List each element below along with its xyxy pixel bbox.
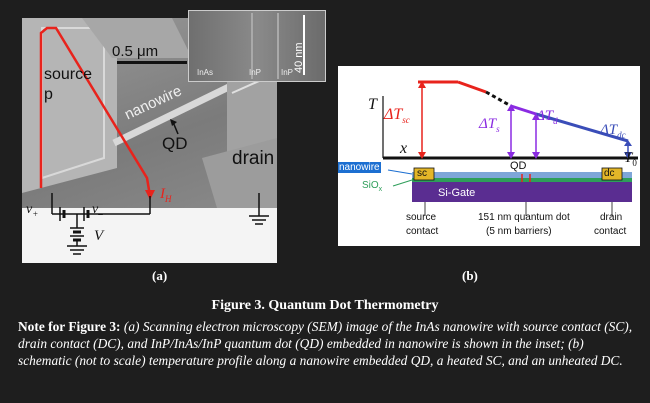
drain-contact-pad <box>601 167 623 181</box>
scale-bar-label: 0.5 μm <box>112 43 159 60</box>
qd-description-1: 151 nm quantum dot <box>478 212 570 223</box>
caption-b: (b) <box>462 268 478 283</box>
source-contact-pad <box>413 167 435 181</box>
source-label: source <box>44 66 93 83</box>
delta-tsc-label: ΔTsc <box>384 106 410 126</box>
si-gate-layer <box>412 182 632 202</box>
inset-scale-label: 40 nm <box>293 42 305 73</box>
qd-label: QD <box>162 134 188 153</box>
v-minus-label: v– <box>92 202 103 219</box>
temperature-profile-drawing <box>382 80 638 216</box>
figure-title: Figure 3. Quantum Dot Thermometry <box>211 298 439 313</box>
figure-note: Note for Figure 3: (a) Scanning electron… <box>18 318 638 370</box>
note-lead: Note for Figure 3: <box>18 319 121 334</box>
qd-description-2: (5 nm barriers) <box>486 226 552 237</box>
t0-label: T0 <box>624 150 637 168</box>
qd-label-b: QD <box>510 160 527 172</box>
inset-label-inas: InAs <box>197 68 214 77</box>
v-plus-label: v+ <box>26 202 39 219</box>
siox-label: SiOx <box>362 180 383 193</box>
source-contact-label-1: source <box>406 212 437 223</box>
sem-drawing <box>22 18 277 263</box>
inset-label-inp-2: InP <box>281 68 294 77</box>
axis-t-label: T <box>368 96 377 113</box>
drain-contact-label-2: contact <box>594 226 627 237</box>
panel-b-temperature-profile: T x T0 ΔTsc ΔTs ΔTd ΔTdc QD nanowire SiO… <box>338 66 640 246</box>
note-body: (a) Scanning electron microscopy (SEM) i… <box>18 319 633 369</box>
drain-label: drain <box>232 148 275 169</box>
sem-inset-image: InAs InP InP 40 nm <box>188 10 326 82</box>
heating-current-path <box>39 26 152 197</box>
axis-x-label: x <box>400 140 408 157</box>
voltage-label: V <box>94 228 104 244</box>
delta-ts-label: ΔTs <box>479 116 500 134</box>
dc-slope-line <box>535 112 629 143</box>
delta-tdc-label: ΔTdc <box>600 122 626 140</box>
caption-a: (a) <box>152 268 168 283</box>
top-lead <box>82 18 192 58</box>
heating-current-label: IH <box>160 186 172 204</box>
qd-jump-dashed <box>485 90 512 108</box>
qd-arrow-head <box>170 119 177 126</box>
drain-contact-label-1: drain <box>600 212 623 223</box>
source-contact-region <box>22 18 117 193</box>
source-contact-label-2: contact <box>406 226 439 237</box>
nanowire-shape <box>112 79 239 147</box>
sc-pad-label: sc <box>417 168 427 179</box>
heating-arrow-head <box>145 190 155 200</box>
drain-side-line <box>510 104 537 116</box>
si-gate-label: Si-Gate <box>438 187 476 199</box>
inset-label-inp-1: InP <box>249 68 262 77</box>
dc-pad-label: dc <box>604 168 615 179</box>
delta-td-label: ΔTd <box>536 108 558 126</box>
nanowire-label-b: nanowire <box>338 162 381 173</box>
scale-bar <box>117 61 187 64</box>
